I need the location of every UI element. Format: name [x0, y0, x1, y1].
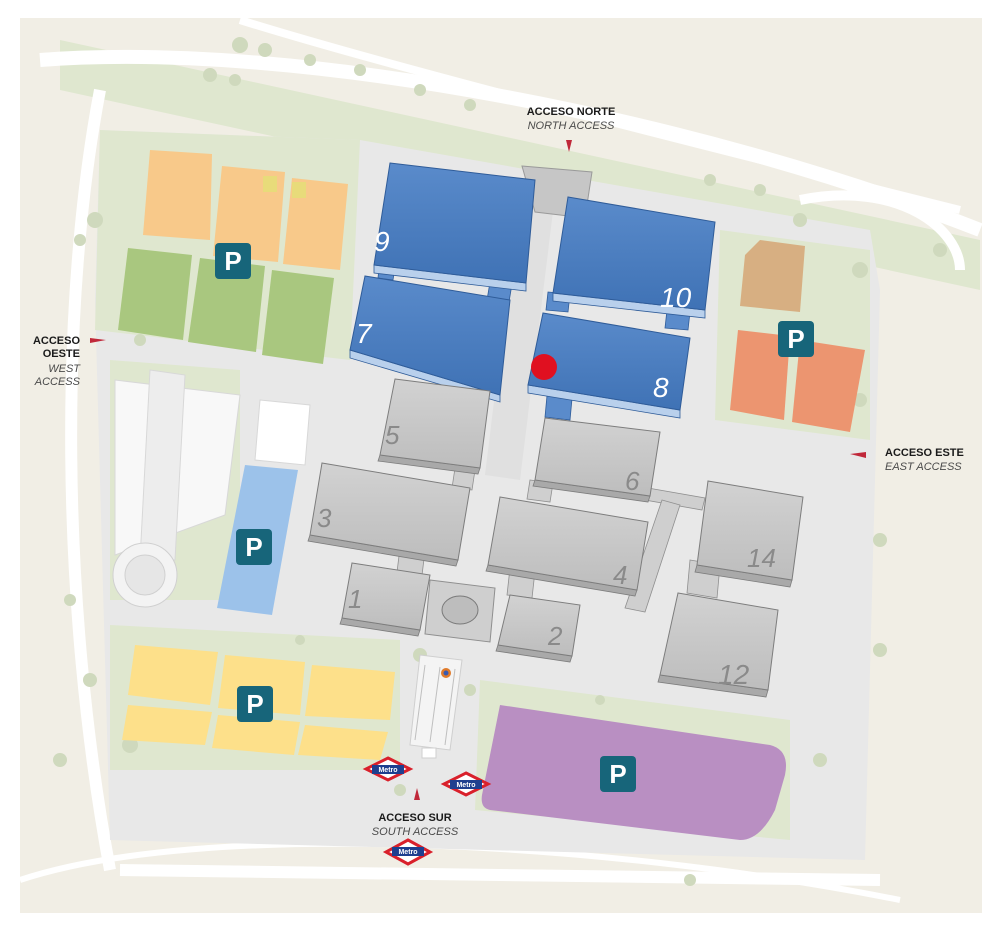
south-entrance: [409, 654, 463, 759]
metro-sign-left[interactable]: Metro: [362, 756, 414, 782]
hall-10[interactable]: 10: [552, 196, 716, 319]
parking-sign-se[interactable]: P: [600, 756, 636, 792]
hall-5[interactable]: 5: [377, 378, 491, 475]
parking-sign-nw[interactable]: P: [215, 243, 251, 279]
hall-9-roof: [373, 162, 536, 284]
hall-5-roof: [379, 378, 491, 469]
svg-text:P: P: [245, 532, 262, 562]
svg-text:Metro: Metro: [398, 849, 417, 856]
hall-9[interactable]: 9: [373, 162, 536, 292]
hall-4[interactable]: 4: [485, 496, 649, 597]
central-rotunda: [424, 579, 496, 643]
hall-3-roof: [309, 462, 471, 561]
west-pavilion: [112, 369, 311, 608]
access-east-flag: [850, 452, 866, 458]
access-south-flag: [414, 788, 420, 800]
hall-2-label: 2: [547, 621, 563, 651]
central-boulevard: [485, 190, 555, 480]
current-location-marker[interactable]: [531, 354, 557, 380]
hall-5-label: 5: [385, 420, 400, 450]
parking-lot-sw: [122, 645, 395, 760]
hall-8[interactable]: 8: [527, 312, 691, 419]
hall-9-label: 9: [374, 226, 390, 257]
hall-3-label: 3: [317, 503, 332, 533]
metro-sign-right[interactable]: Metro: [440, 771, 492, 797]
hall-10-roof: [552, 196, 716, 311]
access-west-flag: [90, 338, 106, 343]
parking-lot-nw: [118, 150, 348, 364]
hall-12-label: 12: [718, 659, 750, 690]
hall-10-label: 10: [660, 282, 692, 313]
parking-sign-sw[interactable]: P: [237, 686, 273, 722]
hall-6-label: 6: [625, 466, 640, 496]
west-road: [65, 88, 116, 872]
access-north[interactable]: ACCESO NORTE NORTH ACCESS: [527, 106, 616, 152]
svg-text:EAST ACCESS: EAST ACCESS: [885, 461, 962, 473]
svg-text:WEST: WEST: [48, 363, 81, 375]
svg-text:Metro: Metro: [378, 767, 397, 774]
access-west[interactable]: ACCESO OESTE WEST ACCESS: [33, 335, 106, 388]
hall-6-roof: [534, 417, 661, 497]
access-north-flag: [566, 140, 572, 152]
trees: [53, 37, 947, 886]
hall-2[interactable]: 2: [495, 594, 581, 663]
svg-text:NORTH ACCESS: NORTH ACCESS: [528, 120, 615, 132]
hall-14-roof: [696, 480, 804, 581]
hall-4-roof: [487, 496, 649, 591]
parking-sign-w[interactable]: P: [236, 529, 272, 565]
hall-3[interactable]: 3: [307, 462, 471, 567]
hall-1-roof: [341, 562, 431, 631]
svg-text:Metro: Metro: [456, 782, 475, 789]
ne-ramp: [799, 190, 965, 271]
svg-text:ACCESS: ACCESS: [34, 376, 81, 388]
north-road-2: [238, 16, 961, 214]
svg-text:SOUTH ACCESS: SOUTH ACCESS: [372, 826, 459, 838]
hall-6[interactable]: 6: [532, 417, 661, 503]
hall-4-label: 4: [613, 560, 627, 590]
hall-14-label: 14: [747, 543, 776, 573]
svg-text:ACCESO NORTE: ACCESO NORTE: [527, 106, 616, 118]
svg-text:ACCESO SUR: ACCESO SUR: [378, 812, 451, 824]
svg-text:P: P: [609, 759, 626, 789]
hall-1-label: 1: [348, 584, 362, 614]
hall-8-label: 8: [653, 372, 669, 403]
parking-sign-ne[interactable]: P: [778, 321, 814, 357]
svg-text:ACCESO: ACCESO: [33, 335, 81, 347]
hall-1[interactable]: 1: [339, 562, 431, 637]
metro-sign-bottom[interactable]: Metro: [382, 838, 434, 866]
svg-text:OESTE: OESTE: [43, 348, 80, 360]
hall-7-roof: [349, 275, 511, 396]
access-south[interactable]: ACCESO SUR SOUTH ACCESS: [372, 788, 459, 838]
hall-7-label: 7: [356, 318, 373, 349]
svg-text:P: P: [224, 246, 241, 276]
svg-text:P: P: [246, 689, 263, 719]
hall-12-roof: [659, 592, 779, 691]
hall-2-roof: [497, 594, 581, 657]
south-road: [119, 864, 881, 886]
svg-text:ACCESO ESTE: ACCESO ESTE: [885, 447, 964, 459]
parking-lot-ne: [730, 240, 865, 432]
hall-14[interactable]: 14: [694, 480, 804, 588]
hall-12[interactable]: 12: [657, 592, 779, 698]
access-east[interactable]: ACCESO ESTE EAST ACCESS: [850, 447, 964, 473]
svg-text:P: P: [787, 324, 804, 354]
